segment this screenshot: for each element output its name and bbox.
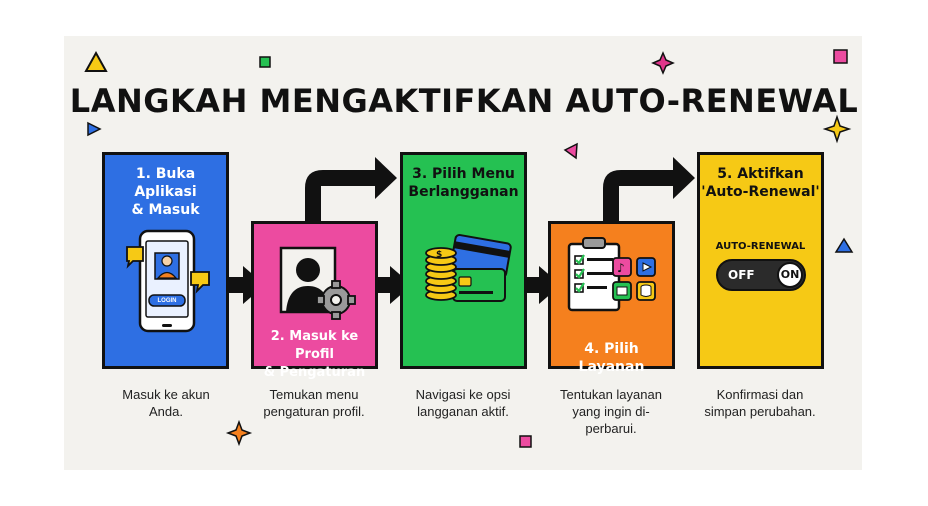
step-description-1: Masuk ke akun Anda. <box>122 387 210 419</box>
svg-text:$: $ <box>436 250 442 260</box>
sparkle-decoration <box>651 51 675 75</box>
triangle-decoration <box>87 121 102 137</box>
toggle-off-label: OFF <box>728 268 755 282</box>
toggle-label: AUTO-RENEWAL <box>715 241 806 252</box>
step-title: 4. Pilih Layanan <box>578 341 645 375</box>
step-title: 1. Buka Aplikasi & Masuk <box>131 166 200 218</box>
step-description-3: Navigasi ke opsi langganan aktif. <box>415 387 511 419</box>
step-title: 3. Pilih Menu Berlangganan <box>408 166 519 200</box>
toggle-knob: ON <box>777 262 803 288</box>
page-title: LANGKAH MENGAKTIFKAN AUTO-RENEWAL <box>69 82 859 120</box>
auto-renewal-toggle[interactable]: OFF ON <box>716 259 806 291</box>
square-decoration <box>259 56 271 68</box>
profile-gear-icon <box>279 246 356 320</box>
coins-cards-icon: $ <box>425 234 512 302</box>
login-button-label: LOGIN <box>157 298 177 304</box>
triangle-decoration <box>563 142 578 160</box>
step-card-3: 3. Pilih Menu Berlangganan $ <box>400 152 527 369</box>
triangle-decoration <box>84 50 108 72</box>
step-card-2: 2. Masuk ke Profil & Pengaturan <box>251 221 378 380</box>
step-card-5: 5. Aktifkan 'Auto-Renewal' AUTO-RENEWAL … <box>697 152 824 369</box>
square-decoration <box>519 435 532 448</box>
step-card-1: 1. Buka Aplikasi & Masuk LOGIN <box>102 152 229 369</box>
step-description-4: Tentukan layanan yang ingin di- perbarui… <box>560 387 662 436</box>
sparkle-decoration <box>822 114 852 144</box>
step-description-5: Konfirmasi dan simpan perubahan. <box>704 387 816 419</box>
elbow-arrow-icon <box>603 157 695 221</box>
svg-text:♪: ♪ <box>617 261 625 275</box>
triangle-decoration <box>834 237 854 253</box>
sparkle-decoration <box>225 419 253 447</box>
elbow-arrow-icon <box>305 157 397 221</box>
step-title: 5. Aktifkan 'Auto-Renewal' <box>701 166 820 200</box>
step-description-2: Temukan menu pengaturan profil. <box>263 387 365 419</box>
step-title: 2. Masuk ke Profil & Pengaturan <box>263 329 366 380</box>
square-decoration <box>833 49 848 64</box>
step-card-4: ♪ 4. Pilih Layanan <box>548 221 675 375</box>
smartphone-login-icon <box>126 229 210 333</box>
clipboard-services-icon: ♪ <box>567 237 656 312</box>
toggle-on-label: ON <box>780 268 800 281</box>
